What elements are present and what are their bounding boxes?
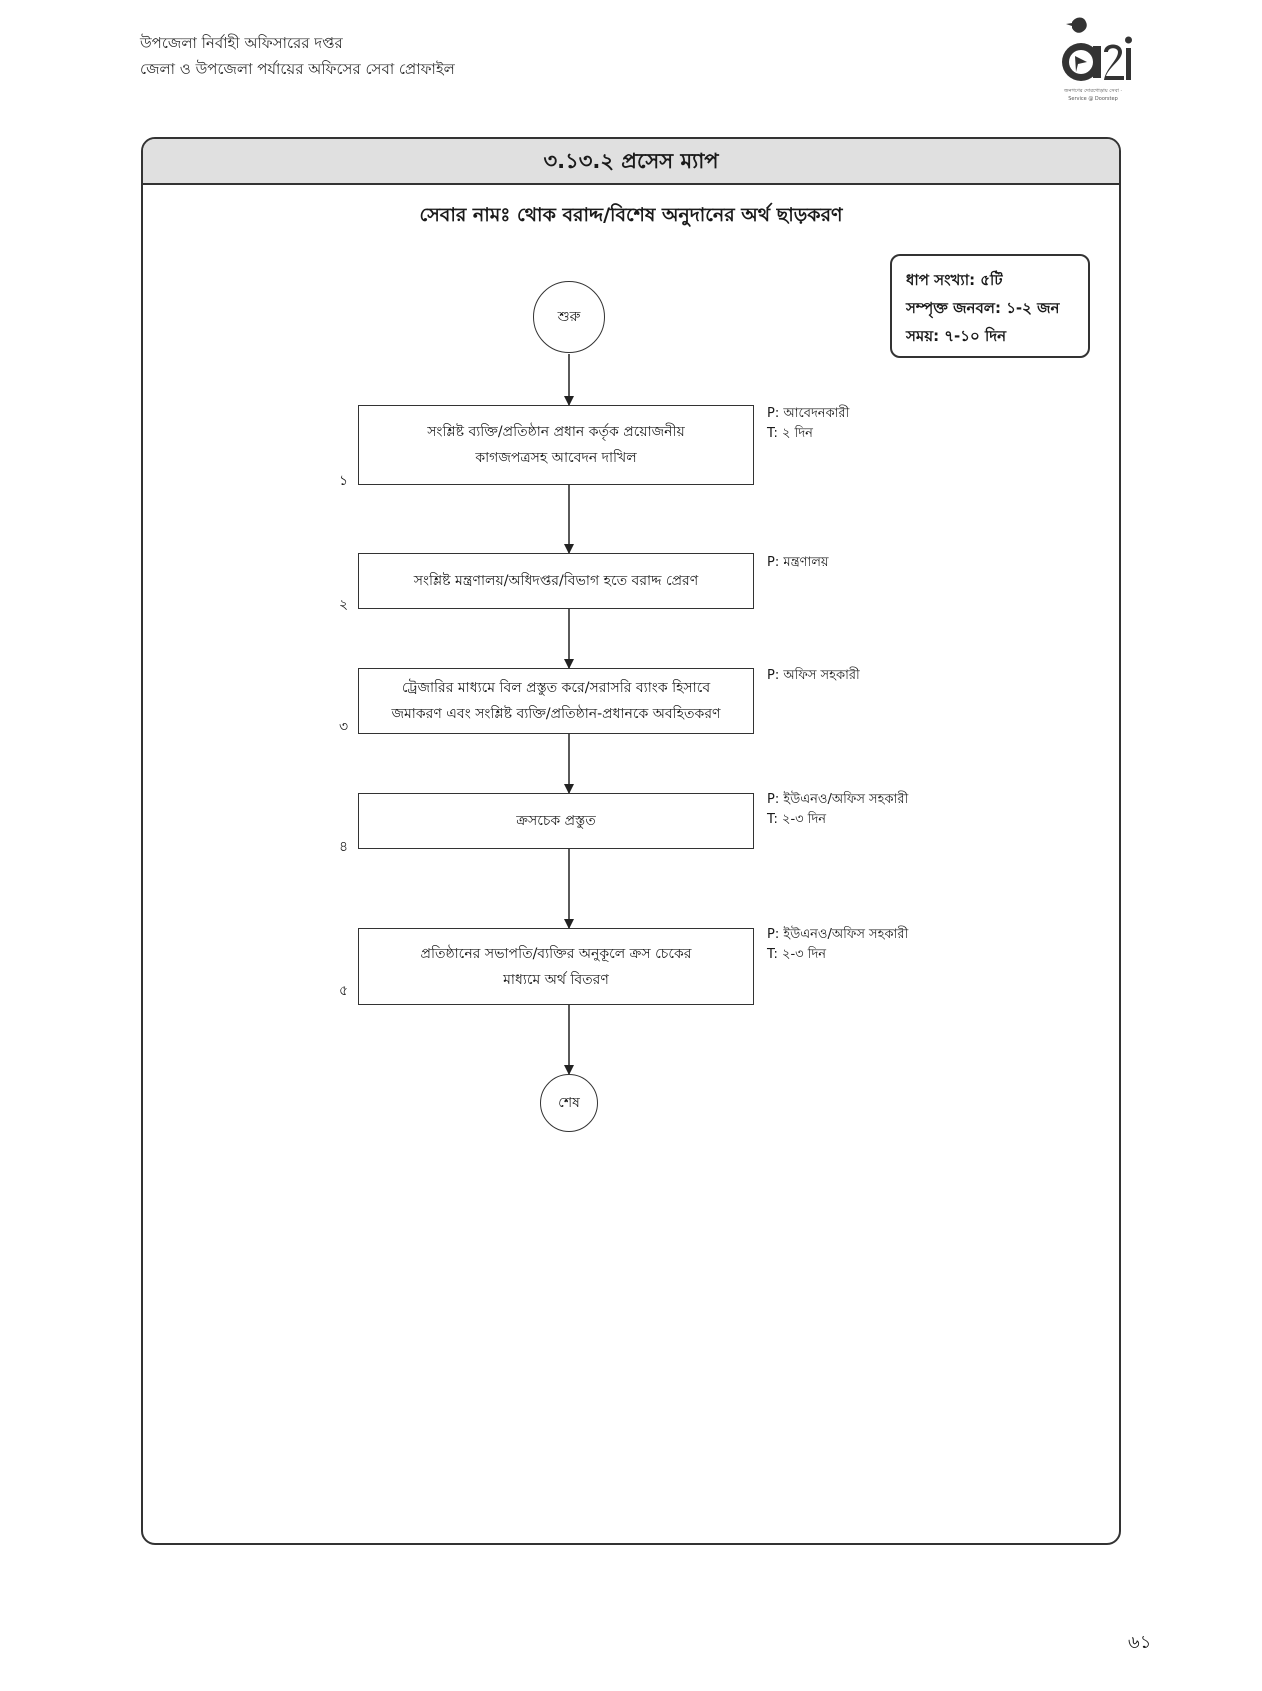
step-2-line-1: সংশ্লিষ্ট মন্ত্রণালয়/অধিদপ্তর/বিভাগ হতে… [413, 573, 699, 589]
step-3-meta: P: অফিস সহকারী [767, 666, 860, 686]
step-1-box: সংশ্লিষ্ট ব্যক্তি/প্রতিষ্ঠান প্রধান কর্ত… [358, 405, 754, 485]
step-1-time: T: ২ দিন [767, 426, 813, 441]
step-2-number: ২ [339, 597, 349, 613]
start-node: শুরু [533, 281, 605, 353]
step-5-box: প্রতিষ্ঠানের সভাপতি/ব্যক্তির অনুকূলে ক্র… [358, 928, 754, 1005]
step-4-time: T: ২-৩ দিন [767, 812, 827, 827]
step-5-time: T: ২-৩ দিন [767, 947, 827, 962]
step-1-line-1: সংশ্লিষ্ট ব্যক্তি/প্রতিষ্ঠান প্রধান কর্ত… [427, 424, 685, 440]
step-3-box: ট্রেজারির মাধ্যমে বিল প্রস্তুত করে/সরাসর… [358, 668, 754, 734]
step-5-number: ৫ [339, 983, 349, 999]
end-node: শেষ [540, 1074, 598, 1132]
page-header: উপজেলা নির্বাহী অফিসারের দপ্তর জেলা ও উপ… [140, 30, 455, 82]
step-5-line-2: মাধ্যমে অর্থ বিতরণ [503, 971, 609, 988]
step-1-meta: P: আবেদনকারী T: ২ দিন [767, 404, 849, 444]
step-3-number: ৩ [339, 719, 349, 735]
step-4-number: ৪ [339, 839, 349, 855]
process-map-panel: ৩.১৩.২ প্রসেস ম্যাপ সেবার নামঃ থোক বরাদ্… [141, 137, 1121, 1545]
profile-title: জেলা ও উপজেলা পর্যায়ের অফিসের সেবা প্রো… [140, 60, 455, 78]
a2i-logo-mark [1062, 17, 1132, 81]
step-5-meta: P: ইউএনও/অফিস সহকারী T: ২-৩ দিন [767, 925, 908, 965]
bird-icon [1066, 17, 1087, 33]
step-4-meta: P: ইউএনও/অফিস সহকারী T: ২-৩ দিন [767, 790, 908, 830]
service-name: সেবার নামঃ থোক বরাদ্দ/বিশেষ অনুদানের অর্… [419, 204, 843, 226]
a2i-logo: জনগণের দোরগোড়ায় সেবা · Service @ Doors… [1048, 14, 1134, 102]
step-2-meta: P: মন্ত্রণালয় [767, 553, 829, 573]
summary-steps: ধাপ সংখ্যা: ৫টি [906, 271, 1003, 289]
step-1-person: P: আবেদনকারী [767, 406, 850, 421]
flow-connectors [564, 354, 574, 1075]
panel-title: ৩.১৩.২ প্রসেস ম্যাপ [143, 139, 1119, 185]
step-4-box: ক্রসচেক প্রস্তুত [358, 793, 754, 849]
step-3-line-1: ট্রেজারির মাধ্যমে বিল প্রস্তুত করে/সরাসর… [401, 680, 711, 696]
summary-manpower: সম্পৃক্ত জনবল: ১-২ জন [906, 299, 1060, 317]
step-1-line-2: কাগজপত্রসহ আবেদন দাখিল [475, 450, 637, 466]
logo-tagline: জনগণের দোরগোড়ায় সেবা · Service @ Doors… [1064, 88, 1122, 102]
step-4-line-1: ক্রসচেক প্রস্তুত [516, 813, 596, 829]
step-2-person: P: মন্ত্রণালয় [767, 555, 829, 570]
step-2-box: সংশ্লিষ্ট মন্ত্রণালয়/অধিদপ্তর/বিভাগ হতে… [358, 553, 754, 609]
summary-box: ধাপ সংখ্যা: ৫টি সম্পৃক্ত জনবল: ১-২ জন সম… [890, 254, 1090, 358]
summary-time: সময়: ৭-১০ দিন [906, 327, 1007, 345]
step-4-person: P: ইউএনও/অফিস সহকারী [767, 792, 909, 807]
step-3-person: P: অফিস সহকারী [767, 668, 860, 683]
office-name: উপজেলা নির্বাহী অফিসারের দপ্তর [140, 34, 343, 52]
step-1-number: ১ [339, 473, 349, 489]
step-5-person: P: ইউএনও/অফিস সহকারী [767, 927, 909, 942]
page-number: ৬১ [1128, 1632, 1152, 1653]
step-3-line-2: জমাকরণ এবং সংশ্লিষ্ট ব্যক্তি/প্রতিষ্ঠান-… [391, 706, 721, 722]
step-5-line-1: প্রতিষ্ঠানের সভাপতি/ব্যক্তির অনুকূলে ক্র… [420, 945, 692, 962]
